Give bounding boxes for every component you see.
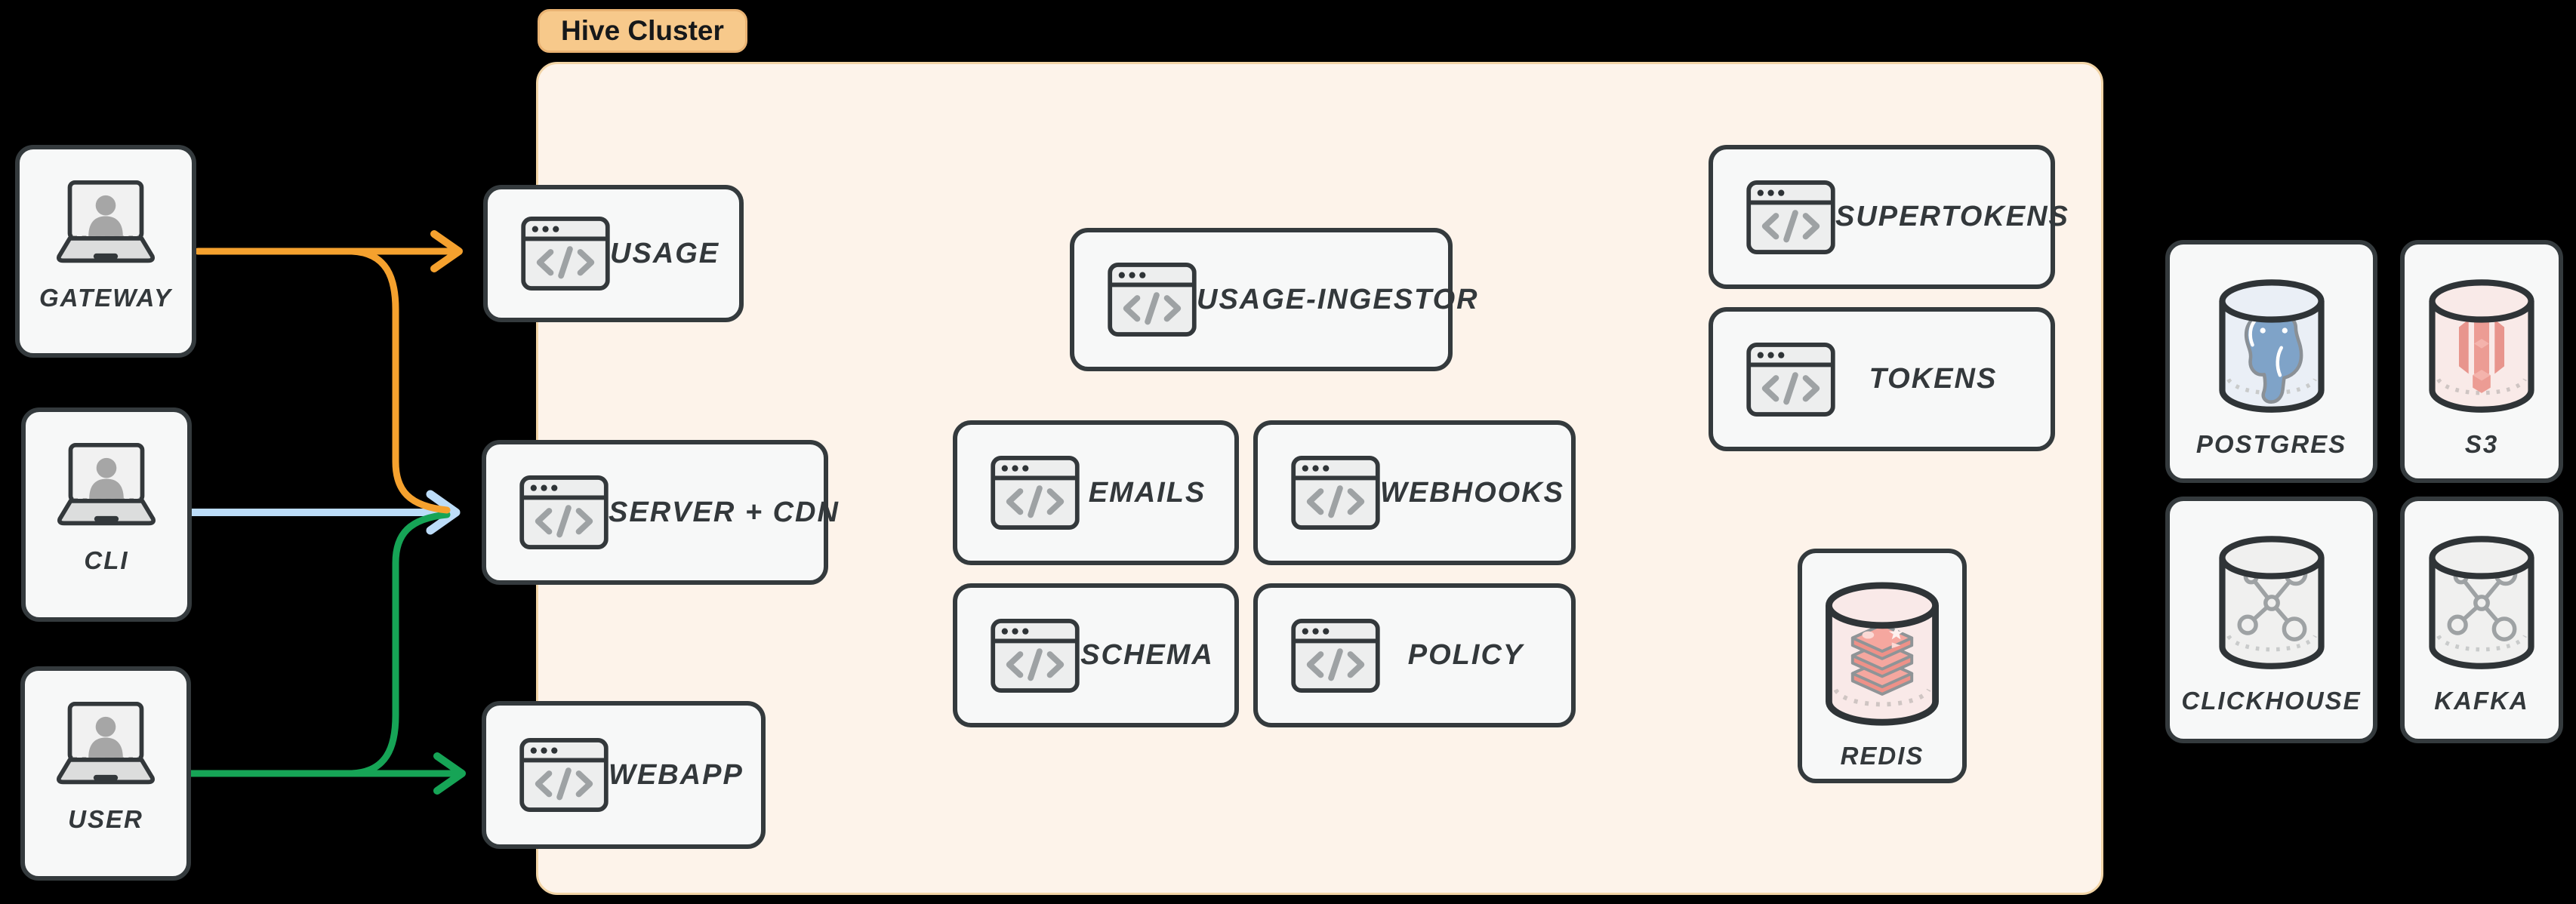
node-usage-ingestor[interactable]: USAGE-INGESTOR [1070, 228, 1478, 371]
code-window-icon [991, 456, 1080, 530]
code-window-icon [1746, 180, 1835, 254]
laptop-user-icon [48, 701, 163, 787]
hive-cluster-badge: Hive Cluster [538, 9, 747, 53]
laptop-user-icon [49, 442, 164, 528]
node-label: TOKENS [1869, 363, 1998, 395]
kafka-database-icon [2423, 534, 2541, 672]
node-label: REDIS [1840, 742, 1924, 770]
node-label: EMAILS [1088, 476, 1206, 509]
edge-gateway-usage-servercdn [194, 230, 463, 514]
clickhouse-database-icon [2213, 534, 2331, 672]
laptop-user-icon [48, 180, 163, 266]
redis-database-icon [1819, 580, 1946, 728]
node-kafka[interactable]: KAFKA [2400, 497, 2563, 743]
node-schema[interactable]: SCHEMA [953, 583, 1239, 727]
node-label: SERVER + CDN [609, 496, 840, 528]
node-cli[interactable]: CLI [21, 407, 192, 622]
node-label: CLI [84, 546, 129, 574]
node-label: USAGE [610, 237, 720, 269]
node-usage[interactable]: USAGE [483, 185, 744, 322]
code-window-icon [1108, 263, 1197, 337]
node-label: USAGE-INGESTOR [1197, 283, 1479, 315]
node-s3[interactable]: S3 [2400, 240, 2563, 483]
node-label: SCHEMA [1080, 639, 1214, 671]
node-policy[interactable]: POLICY [1253, 583, 1576, 727]
node-supertokens[interactable]: SUPERTOKENS [1709, 145, 2068, 289]
node-label: SUPERTOKENS [1835, 201, 2069, 232]
node-redis[interactable]: REDIS [1798, 549, 1967, 783]
node-label: CLICKHOUSE [2181, 687, 2362, 715]
node-label: WEBAPP [609, 758, 744, 791]
node-label: POLICY [1407, 639, 1524, 671]
node-gateway[interactable]: GATEWAY [15, 145, 196, 358]
code-window-icon [1291, 456, 1380, 530]
node-emails[interactable]: EMAILS [953, 420, 1239, 565]
node-label: POSTGRES [2195, 430, 2347, 458]
edge-cli-servercdn [186, 490, 461, 535]
node-label: S3 [2464, 430, 2499, 458]
node-label: GATEWAY [39, 284, 172, 312]
s3-bucket-icon [2423, 278, 2541, 415]
node-server-cdn[interactable]: SERVER + CDN [482, 440, 838, 585]
node-label: KAFKA [2434, 687, 2529, 715]
code-window-icon [1291, 619, 1380, 693]
postgres-database-icon [2213, 278, 2331, 415]
code-window-icon [521, 217, 610, 291]
code-window-icon [1746, 343, 1835, 417]
node-label: USER [68, 805, 143, 833]
code-window-icon [519, 738, 609, 812]
node-user[interactable]: USER [20, 666, 191, 881]
code-window-icon [991, 619, 1080, 693]
edge-user-webapp-servercdn [186, 511, 466, 795]
node-webapp[interactable]: WEBAPP [482, 701, 766, 849]
node-label: WEBHOOKS [1380, 476, 1564, 509]
node-tokens[interactable]: TOKENS [1709, 307, 2055, 451]
code-window-icon [519, 475, 609, 549]
node-postgres[interactable]: POSTGRES [2165, 240, 2377, 483]
node-clickhouse[interactable]: CLICKHOUSE [2165, 497, 2377, 743]
node-webhooks[interactable]: WEBHOOKS [1253, 420, 1576, 565]
